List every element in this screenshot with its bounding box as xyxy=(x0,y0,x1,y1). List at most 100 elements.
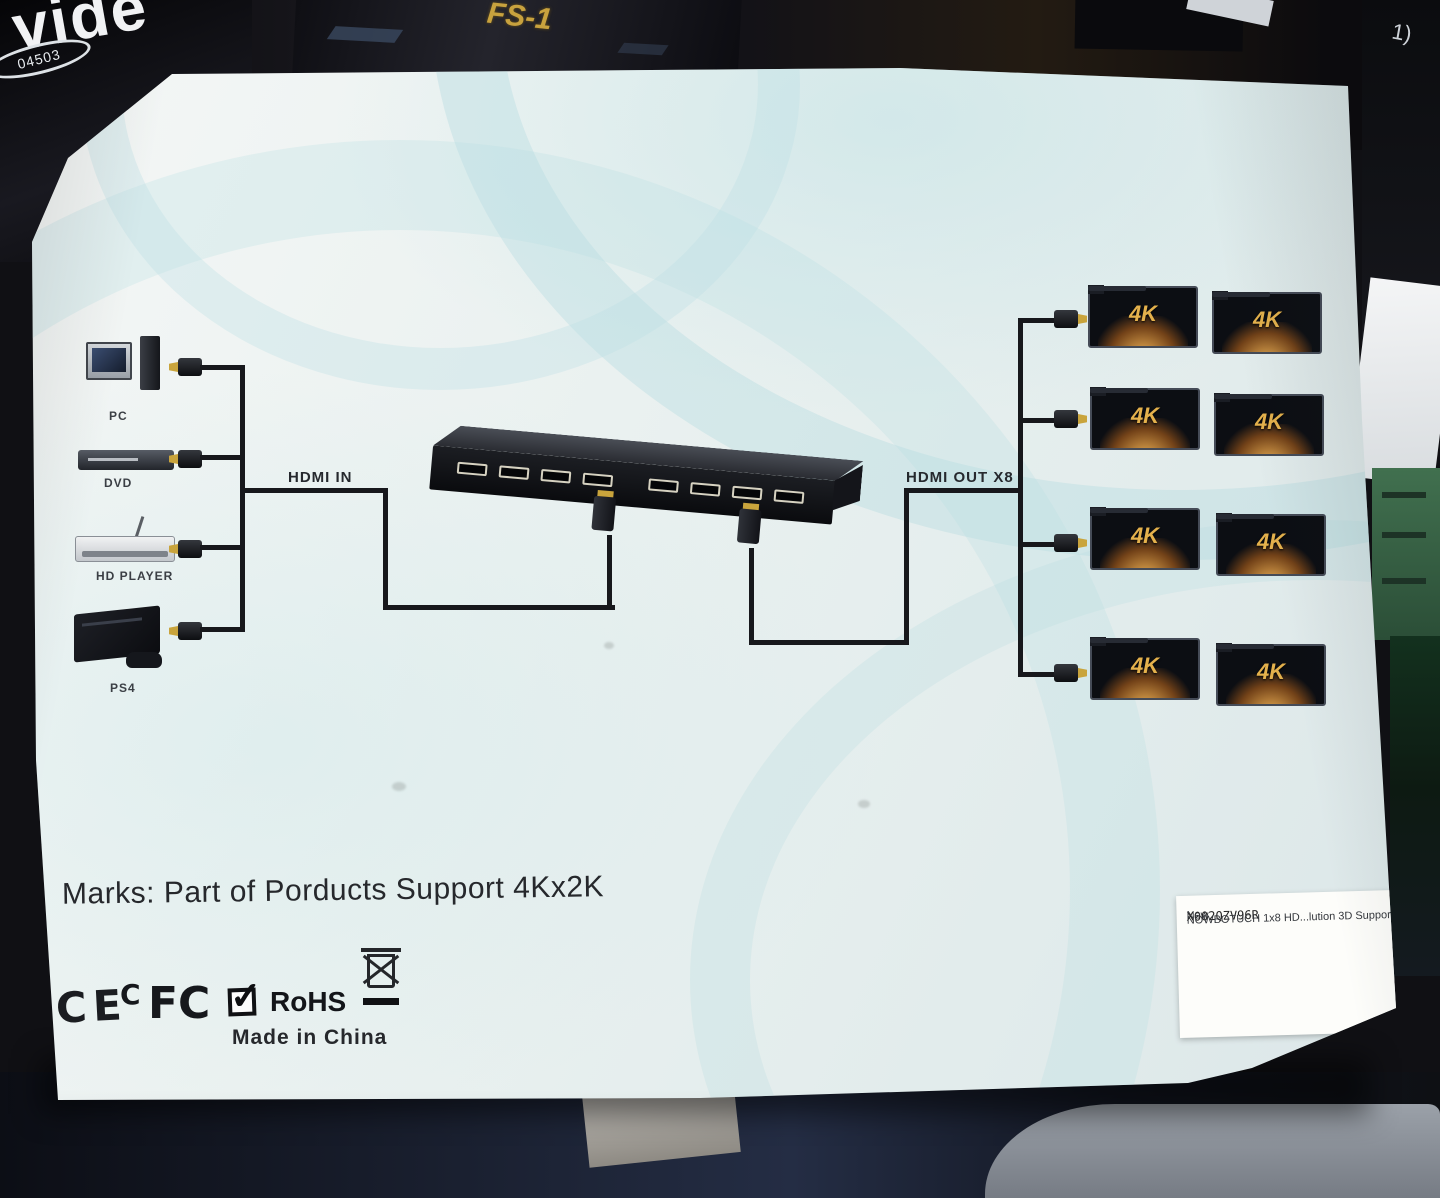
cable-line xyxy=(1018,318,1058,323)
pc-screen xyxy=(92,348,126,372)
hdmi-plug-icon xyxy=(1054,310,1078,328)
hdmi-plug-icon xyxy=(736,508,762,545)
hdmi-port xyxy=(773,489,805,504)
rohs-label: RoHS xyxy=(270,986,347,1017)
monitor-screen: 4K xyxy=(1088,286,1198,348)
product-sticker: X002QZV96R NOWBOTUCH 1x8 HD...lution 3D … xyxy=(1176,889,1396,1039)
cable-line xyxy=(1018,542,1058,547)
ce-mark: CE xyxy=(54,980,129,1033)
screen-glow xyxy=(1100,418,1190,448)
hdmi-port xyxy=(582,472,614,488)
hdmi-plug-icon xyxy=(1054,410,1078,428)
screen-glow xyxy=(1100,538,1190,568)
made-in-label: Made in China xyxy=(232,1026,388,1049)
cable-line xyxy=(749,640,909,645)
hd-player-icon xyxy=(75,536,175,562)
hdmi-plug-icon xyxy=(178,450,202,468)
monitor-base xyxy=(1216,644,1274,649)
monitor-4k-label: 4K xyxy=(1256,659,1286,684)
hdmi-port xyxy=(456,461,488,477)
sticker-condition: New xyxy=(1186,909,1209,922)
hdmi-port xyxy=(647,478,679,493)
background-chair-arm xyxy=(985,1104,1440,1198)
monitor-4k-label: 4K xyxy=(1128,301,1158,326)
bin-bar xyxy=(363,998,399,1005)
monitor-4k-label: 4K xyxy=(1252,307,1282,332)
cable-line xyxy=(607,535,612,610)
hdmi-plug-icon xyxy=(178,540,202,558)
monitor-base xyxy=(1090,508,1148,513)
ps4-controller-icon xyxy=(126,652,162,668)
cable-line xyxy=(200,627,245,632)
monitor-base xyxy=(1216,514,1274,519)
monitor-screen: 4K xyxy=(1090,388,1200,450)
screen-glow xyxy=(1226,674,1316,704)
cable-line xyxy=(1018,418,1058,423)
hdmi-port xyxy=(689,482,721,497)
monitor-4k-label: 4K xyxy=(1130,403,1160,428)
hdmi-port xyxy=(731,485,763,501)
hdmi-port xyxy=(498,465,530,480)
hdmi-plug-icon xyxy=(1054,664,1078,682)
hdmi-plug-icon xyxy=(178,622,202,640)
monitor-screen: 4K xyxy=(1216,514,1326,576)
check-icon: ✓ xyxy=(229,975,263,1019)
monitor-base xyxy=(1090,388,1148,393)
cable-line xyxy=(240,365,245,632)
bin-body xyxy=(367,954,395,988)
cable-line xyxy=(749,548,754,645)
screen-glow xyxy=(1226,544,1316,574)
dvd-player-icon xyxy=(78,450,174,470)
cable-line xyxy=(200,545,245,550)
rohs-checkbox-icon: ✓ xyxy=(227,975,262,1018)
monitor-base xyxy=(1214,394,1272,399)
bin-lid xyxy=(361,948,401,952)
cable-line xyxy=(240,488,388,493)
cable-line xyxy=(200,365,245,370)
hdmi-in-label: HDMI IN xyxy=(288,469,353,486)
stain xyxy=(392,782,406,791)
stain xyxy=(858,800,870,808)
weee-bin-icon xyxy=(358,942,404,1018)
monitor-base xyxy=(1090,638,1148,643)
source-label-dvd: DVD xyxy=(104,476,133,490)
monitor-4k-label: 4K xyxy=(1130,653,1160,678)
cable-line xyxy=(200,455,245,460)
cable-line xyxy=(383,488,388,610)
monitor-screen: 4K xyxy=(1090,638,1200,700)
cable-line xyxy=(904,488,909,645)
monitor-screen: 4K xyxy=(1216,644,1326,706)
pc-icon xyxy=(86,342,132,380)
monitor-screen: 4K xyxy=(1212,292,1322,354)
screen-glow xyxy=(1222,322,1312,352)
pc-tower-icon xyxy=(140,336,160,390)
background-books xyxy=(1390,636,1440,976)
background-green-box xyxy=(1372,468,1440,640)
monitor-4k-label: 4K xyxy=(1254,409,1284,434)
monitor-base xyxy=(1088,286,1146,291)
hdmi-plug-icon xyxy=(591,495,617,532)
hdmi-port xyxy=(540,468,572,484)
cable-line xyxy=(1018,318,1023,677)
cable-line xyxy=(904,488,1022,493)
monitor-base xyxy=(1212,292,1270,297)
monitor-4k-label: 4K xyxy=(1130,523,1160,548)
screen-glow xyxy=(1098,316,1188,346)
screen-glow xyxy=(1100,668,1190,698)
monitor-screen: 4K xyxy=(1090,508,1200,570)
stain xyxy=(604,642,614,649)
screen-glow xyxy=(1224,424,1314,454)
monitor-screen: 4K xyxy=(1214,394,1324,456)
hdmi-plug-icon xyxy=(1054,534,1078,552)
cable-line xyxy=(1018,672,1058,677)
hdmi-out-label: HDMI OUT X8 xyxy=(906,469,1014,486)
monitor-4k-label: 4K xyxy=(1256,529,1286,554)
cable-line xyxy=(383,605,615,610)
fcc-inner-c: C xyxy=(120,978,141,1011)
hdmi-plug-icon xyxy=(178,358,202,376)
source-label-hd-player: HD PLAYER xyxy=(96,569,174,583)
source-label-ps4: PS4 xyxy=(110,681,136,695)
source-label-pc: PC xyxy=(109,409,128,423)
